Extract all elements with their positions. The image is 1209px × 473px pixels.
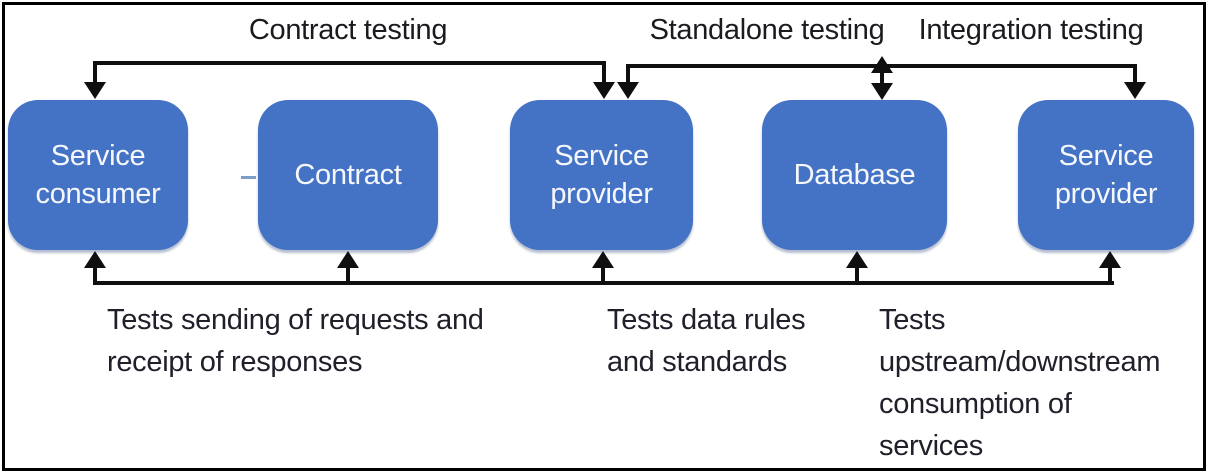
connector-line bbox=[855, 266, 859, 283]
arrowhead-down-icon bbox=[84, 82, 106, 99]
connector-line bbox=[93, 281, 1114, 285]
node-service-consumer: Service consumer bbox=[8, 100, 188, 250]
arrowhead-up-icon bbox=[871, 56, 893, 73]
connector-line bbox=[93, 266, 97, 285]
standalone-testing-label: Standalone testing bbox=[649, 14, 885, 46]
arrowhead-up-icon bbox=[1099, 251, 1121, 268]
connector-line bbox=[880, 70, 884, 86]
data-rules-note: Tests data rules and standards bbox=[607, 304, 806, 378]
connector-line bbox=[626, 64, 630, 83]
connector-line bbox=[1108, 266, 1112, 285]
arrowhead-up-icon bbox=[84, 251, 106, 268]
connector-line bbox=[346, 266, 350, 283]
connector-line bbox=[601, 266, 605, 283]
contract-testing-label: Contract testing bbox=[248, 14, 448, 46]
integration-testing-label: Integration testing bbox=[918, 14, 1144, 46]
node-service-provider-2: Service provider bbox=[1018, 100, 1194, 250]
arrowhead-up-icon bbox=[337, 251, 359, 268]
arrowhead-up-icon bbox=[846, 251, 868, 268]
arrowhead-down-icon bbox=[593, 82, 615, 99]
connector-line bbox=[1133, 64, 1137, 83]
consumer-contract-link-dash bbox=[241, 176, 256, 179]
integration-tests-note: Tests upstream/downstream consumption of… bbox=[879, 304, 1161, 462]
connector-line bbox=[93, 61, 606, 65]
arrowhead-down-icon bbox=[1124, 82, 1146, 99]
connector-line bbox=[93, 61, 97, 83]
arrowhead-up-icon bbox=[592, 251, 614, 268]
node-service-provider-1: Service provider bbox=[510, 100, 693, 250]
consumer-tests-note: Tests sending of requests and receipt of… bbox=[107, 304, 484, 378]
arrowhead-down-icon bbox=[617, 82, 639, 99]
node-contract: Contract bbox=[258, 100, 438, 250]
node-database: Database bbox=[762, 100, 947, 250]
connector-line bbox=[602, 61, 606, 83]
arrowhead-down-icon bbox=[871, 83, 893, 100]
